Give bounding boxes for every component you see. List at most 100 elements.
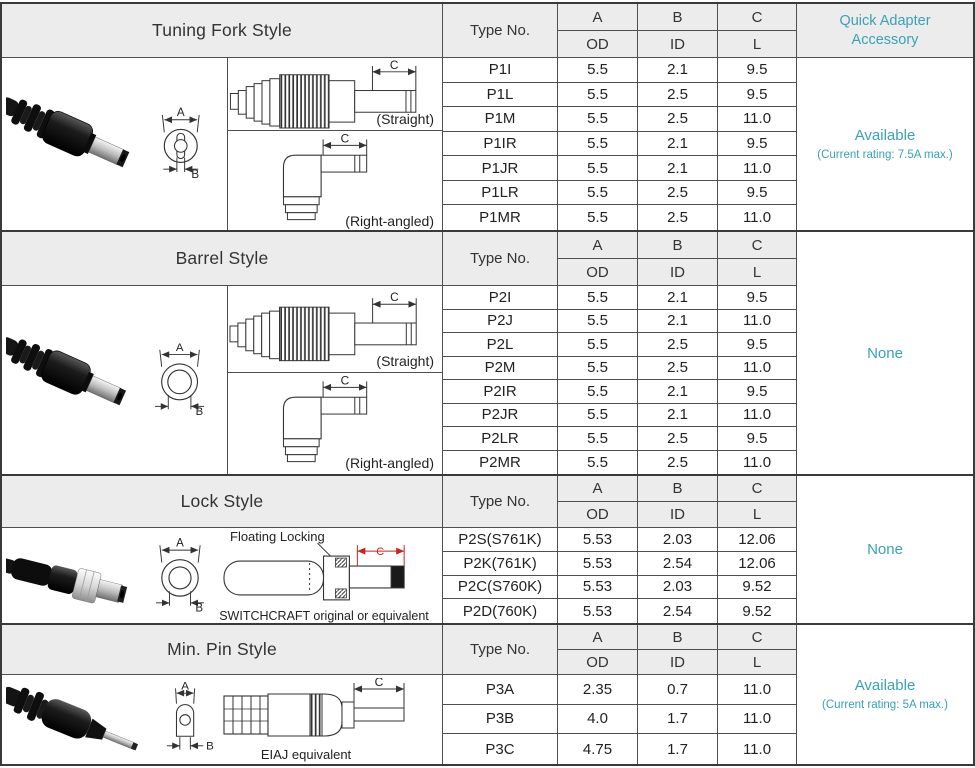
column-header-id: ID (638, 502, 718, 528)
value-cell: 12.06 (718, 528, 797, 552)
column-header-c: C (718, 232, 797, 259)
value-cell: 11.0 (718, 356, 797, 380)
value-cell: 5.5 (558, 356, 638, 380)
illustration-area: A B (2, 286, 443, 474)
type-no-cell: P2MR (443, 450, 558, 474)
value-cell: 9.5 (718, 180, 797, 206)
value-cell: 2.03 (638, 575, 718, 600)
value-cell: 11.0 (718, 675, 797, 705)
straight-connector-drawing: C (229, 290, 417, 362)
value-cell: 11.0 (718, 734, 797, 764)
value-cell: 5.53 (558, 599, 638, 623)
value-cell: 11.0 (718, 107, 797, 132)
column-header-l: L (718, 650, 797, 675)
type-no-cell: P2S(S761K) (443, 528, 558, 552)
value-cell: 1.7 (638, 734, 718, 764)
type-no-cell: P2M (443, 356, 558, 380)
value-cell: 5.53 (558, 551, 638, 576)
column-header-c: C (718, 625, 797, 650)
value-cell: 9.5 (718, 286, 797, 310)
value-cell: 9.5 (718, 58, 797, 83)
column-header-od: OD (558, 31, 638, 58)
type-no-cell: P2K(761K) (443, 551, 558, 576)
type-no-cell: P1IR (443, 131, 558, 157)
dim-c-label: C (375, 678, 384, 689)
right-angled-label: (Right-angled) (345, 213, 434, 229)
value-cell: 1.7 (638, 704, 718, 735)
dim-a-label: A (176, 342, 184, 354)
value-cell: 9.52 (718, 599, 797, 623)
accessory-cell: Available (Current rating: 7.5A max.) (797, 58, 973, 230)
section-min-pin: Min. Pin Style (2, 623, 973, 764)
value-cell: 2.54 (638, 551, 718, 576)
type-no-cell: P1JR (443, 156, 558, 181)
column-header-a: A (558, 476, 638, 502)
illustration-area: A B Floating Locking (2, 528, 443, 623)
column-header-od: OD (558, 259, 638, 286)
straight-drawing-pane: C (Straigh (228, 58, 442, 131)
type-no-cell: P2JR (443, 403, 558, 427)
straight-label: (Straight) (376, 111, 434, 127)
type-no-cell: P2D(760K) (443, 599, 558, 623)
column-header-id: ID (638, 650, 718, 675)
value-cell: 5.53 (558, 528, 638, 552)
column-header-type-no: Type No. (443, 476, 558, 528)
column-header-type-no: Type No. (443, 4, 558, 58)
column-header-type-no: Type No. (443, 625, 558, 675)
value-cell: 11.0 (718, 403, 797, 427)
value-cell: 5.5 (558, 180, 638, 206)
value-cell: 5.53 (558, 575, 638, 600)
type-no-cell: P2L (443, 333, 558, 357)
value-cell: 2.5 (638, 180, 718, 206)
value-cell: 2.03 (638, 528, 718, 552)
section-barrel: Barrel Style (2, 230, 973, 474)
value-cell: 2.5 (638, 82, 718, 108)
connector-photo (6, 337, 127, 406)
value-cell: 5.5 (558, 309, 638, 333)
value-cell: 11.0 (718, 450, 797, 474)
value-cell: 2.5 (638, 107, 718, 132)
section-tuning-fork: Tuning Fork Style (2, 4, 973, 230)
min-pin-drawing-pane: C EIAJ equivalent (222, 675, 430, 764)
section-title: Min. Pin Style (2, 625, 443, 675)
accessory-status: None (867, 541, 903, 558)
value-cell: 5.5 (558, 205, 638, 230)
dim-a-label: A (176, 537, 184, 549)
photo-pane: A B (2, 58, 228, 230)
type-no-cell: P3A (443, 675, 558, 705)
type-no-cell: P2C(S760K) (443, 575, 558, 600)
value-cell: 5.5 (558, 82, 638, 108)
value-cell: 4.75 (558, 734, 638, 764)
right-angled-connector-drawing: C (282, 373, 368, 463)
dim-c-label: C (390, 58, 399, 72)
column-header-c: C (718, 4, 797, 31)
value-cell: 2.5 (638, 450, 718, 474)
cross-section-diagram: A B (154, 342, 204, 418)
value-cell: 2.1 (638, 286, 718, 310)
right-angled-drawing-pane: C (Right-angled) (228, 373, 442, 474)
value-cell: 2.1 (638, 156, 718, 181)
dim-a-label: A (181, 681, 189, 693)
value-cell: 2.1 (638, 309, 718, 333)
value-cell: 5.5 (558, 427, 638, 451)
value-cell: 5.5 (558, 380, 638, 404)
value-cell: 2.5 (638, 205, 718, 230)
column-header-od: OD (558, 650, 638, 675)
lock-drawing-pane: Floating Locking C (219, 528, 436, 623)
value-cell: 2.35 (558, 675, 638, 705)
illustration-area: A B (2, 58, 443, 230)
type-no-cell: P2LR (443, 427, 558, 451)
dim-b-label: B (206, 741, 214, 753)
column-header-b: B (638, 476, 718, 502)
value-cell: 5.5 (558, 403, 638, 427)
column-header-id: ID (638, 259, 718, 286)
column-header-c: C (718, 476, 797, 502)
illustration-area: A B C (2, 675, 443, 764)
type-no-cell: P1M (443, 107, 558, 132)
value-cell: 11.0 (718, 704, 797, 735)
cross-section-diagram: A B (162, 106, 201, 181)
accessory-rating: (Current rating: 5A max.) (822, 699, 948, 712)
straight-connector-drawing: C (229, 58, 417, 129)
value-cell: 5.5 (558, 131, 638, 157)
switchcraft-caption: SWITCHCRAFT original or equivalent (219, 609, 429, 623)
